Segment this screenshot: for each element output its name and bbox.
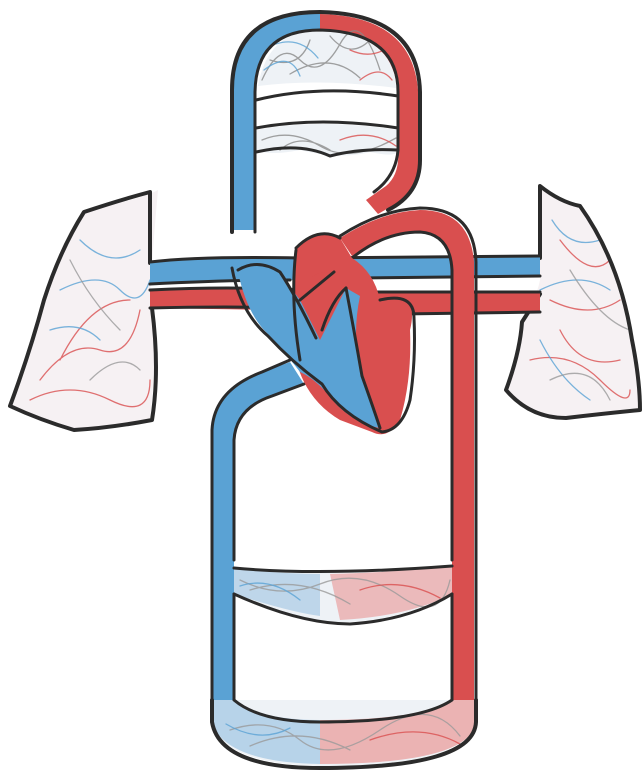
abdominal-capillary-bed xyxy=(234,566,452,624)
left-lung xyxy=(10,190,158,430)
vena-cava xyxy=(212,360,304,700)
upper-body-capillary-bed xyxy=(232,12,420,232)
lower-body-capillary-bed xyxy=(212,700,476,768)
